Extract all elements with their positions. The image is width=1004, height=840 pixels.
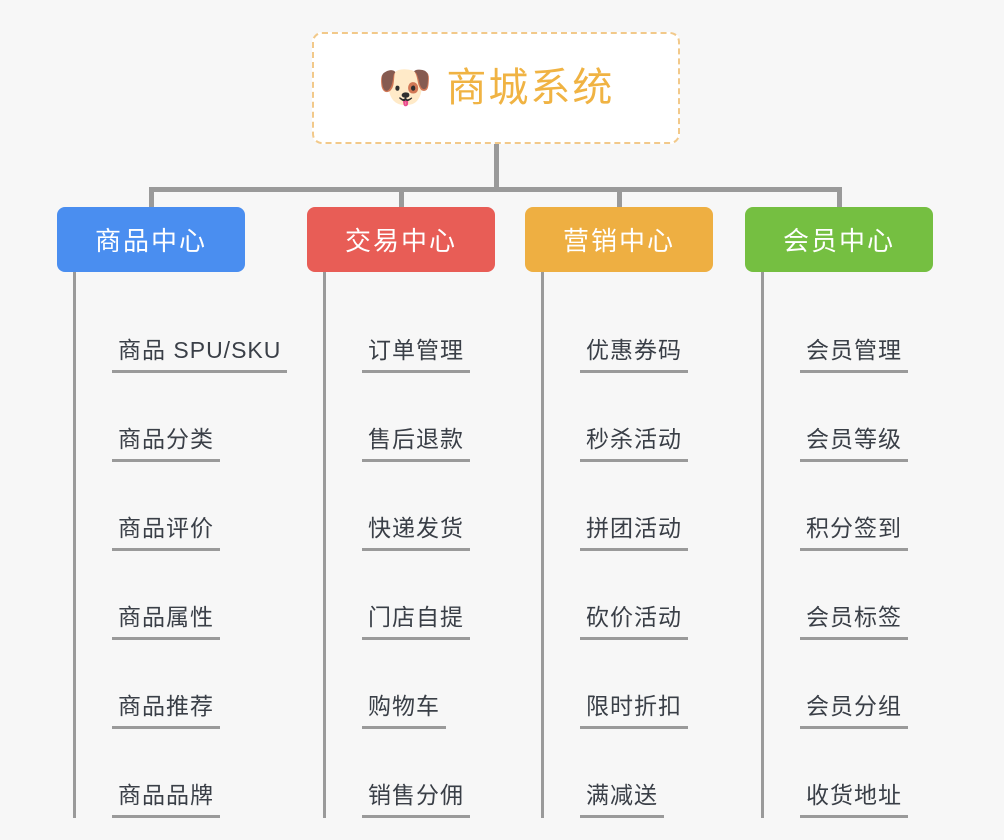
leaf-item[interactable]: 会员分组	[764, 640, 975, 729]
leaf-list: 商品 SPU/SKU 商品分类商品评价商品属性商品推荐商品品牌	[73, 272, 288, 818]
leaf-item[interactable]: 商品推荐	[76, 640, 287, 729]
leaf-item[interactable]: 订单管理	[326, 284, 537, 373]
category-node-1[interactable]: 商品中心	[57, 207, 245, 272]
category-column-1: 商品中心商品 SPU/SKU 商品分类商品评价商品属性商品推荐商品品牌	[57, 207, 288, 818]
connector-drop-3	[617, 187, 622, 209]
leaf-item[interactable]: 砍价活动	[544, 551, 755, 640]
leaf-item[interactable]: 售后退款	[326, 373, 537, 462]
connector-drop-2	[399, 187, 404, 209]
leaf-item[interactable]: 会员管理	[764, 284, 975, 373]
category-node-2[interactable]: 交易中心	[307, 207, 495, 272]
leaf-item[interactable]: 积分签到	[764, 462, 975, 551]
leaf-item[interactable]: 优惠券码	[544, 284, 755, 373]
leaf-item[interactable]: 销售分佣	[326, 729, 537, 818]
leaf-item-label: 购物车	[362, 687, 446, 729]
leaf-item-label: 商品推荐	[112, 687, 220, 729]
leaf-item-label: 销售分佣	[362, 776, 470, 818]
category-column-2: 交易中心订单管理售后退款快递发货门店自提购物车销售分佣	[307, 207, 537, 818]
leaf-item-label: 售后退款	[362, 420, 470, 462]
category-node-4[interactable]: 会员中心	[745, 207, 933, 272]
leaf-item-label: 商品品牌	[112, 776, 220, 818]
category-label: 会员中心	[782, 226, 895, 256]
leaf-item-label: 商品评价	[112, 509, 220, 551]
connector-root-stem	[494, 144, 499, 191]
category-column-3: 营销中心优惠券码秒杀活动拼团活动砍价活动限时折扣满减送	[525, 207, 755, 818]
leaf-item-label: 订单管理	[362, 331, 470, 373]
leaf-item-label: 会员等级	[800, 420, 908, 462]
leaf-item[interactable]: 门店自提	[326, 551, 537, 640]
leaf-item[interactable]: 会员标签	[764, 551, 975, 640]
leaf-item-label: 商品属性	[112, 598, 220, 640]
leaf-item-label: 收货地址	[800, 776, 908, 818]
leaf-item-label: 门店自提	[362, 598, 470, 640]
leaf-item[interactable]: 商品品牌	[76, 729, 287, 818]
connector-drop-1	[149, 187, 154, 209]
leaf-list: 订单管理售后退款快递发货门店自提购物车销售分佣	[323, 272, 537, 818]
leaf-item-label: 拼团活动	[580, 509, 688, 551]
leaf-item-label: 限时折扣	[580, 687, 688, 729]
shiba-dog-face-icon: 🐶	[377, 63, 433, 112]
category-label: 商品中心	[94, 226, 207, 256]
leaf-item[interactable]: 秒杀活动	[544, 373, 755, 462]
leaf-item[interactable]: 购物车	[326, 640, 537, 729]
leaf-item-label: 商品 SPU/SKU	[112, 331, 288, 373]
leaf-item[interactable]: 商品评价	[76, 462, 287, 551]
category-label: 交易中心	[344, 226, 457, 256]
connector-drop-4	[837, 187, 842, 209]
category-column-4: 会员中心会员管理会员等级积分签到会员标签会员分组收货地址	[745, 207, 975, 818]
leaf-item-label: 优惠券码	[580, 331, 688, 373]
leaf-item-label: 积分签到	[800, 509, 908, 551]
leaf-item[interactable]: 收货地址	[764, 729, 975, 818]
leaf-item[interactable]: 商品分类	[76, 373, 287, 462]
leaf-item-label: 砍价活动	[580, 598, 688, 640]
category-label: 营销中心	[562, 226, 675, 256]
root-node[interactable]: 🐶 商城系统	[312, 32, 680, 144]
connector-horizontal-bus	[152, 187, 842, 192]
leaf-item-label: 满减送	[580, 776, 664, 818]
leaf-item[interactable]: 快递发货	[326, 462, 537, 551]
leaf-list: 优惠券码秒杀活动拼团活动砍价活动限时折扣满减送	[541, 272, 755, 818]
leaf-item[interactable]: 会员等级	[764, 373, 975, 462]
leaf-item-label: 会员管理	[800, 331, 908, 373]
leaf-item[interactable]: 满减送	[544, 729, 755, 818]
leaf-item-label: 会员标签	[800, 598, 908, 640]
leaf-item-label: 会员分组	[800, 687, 908, 729]
leaf-item-label: 秒杀活动	[580, 420, 688, 462]
leaf-item[interactable]: 拼团活动	[544, 462, 755, 551]
root-title: 商城系统	[446, 66, 615, 110]
leaf-item[interactable]: 限时折扣	[544, 640, 755, 729]
leaf-item-label: 商品分类	[112, 420, 220, 462]
leaf-item-label: 快递发货	[362, 509, 470, 551]
leaf-item[interactable]: 商品 SPU/SKU	[76, 284, 288, 373]
leaf-item[interactable]: 商品属性	[76, 551, 287, 640]
category-node-3[interactable]: 营销中心	[525, 207, 713, 272]
leaf-list: 会员管理会员等级积分签到会员标签会员分组收货地址	[761, 272, 975, 818]
